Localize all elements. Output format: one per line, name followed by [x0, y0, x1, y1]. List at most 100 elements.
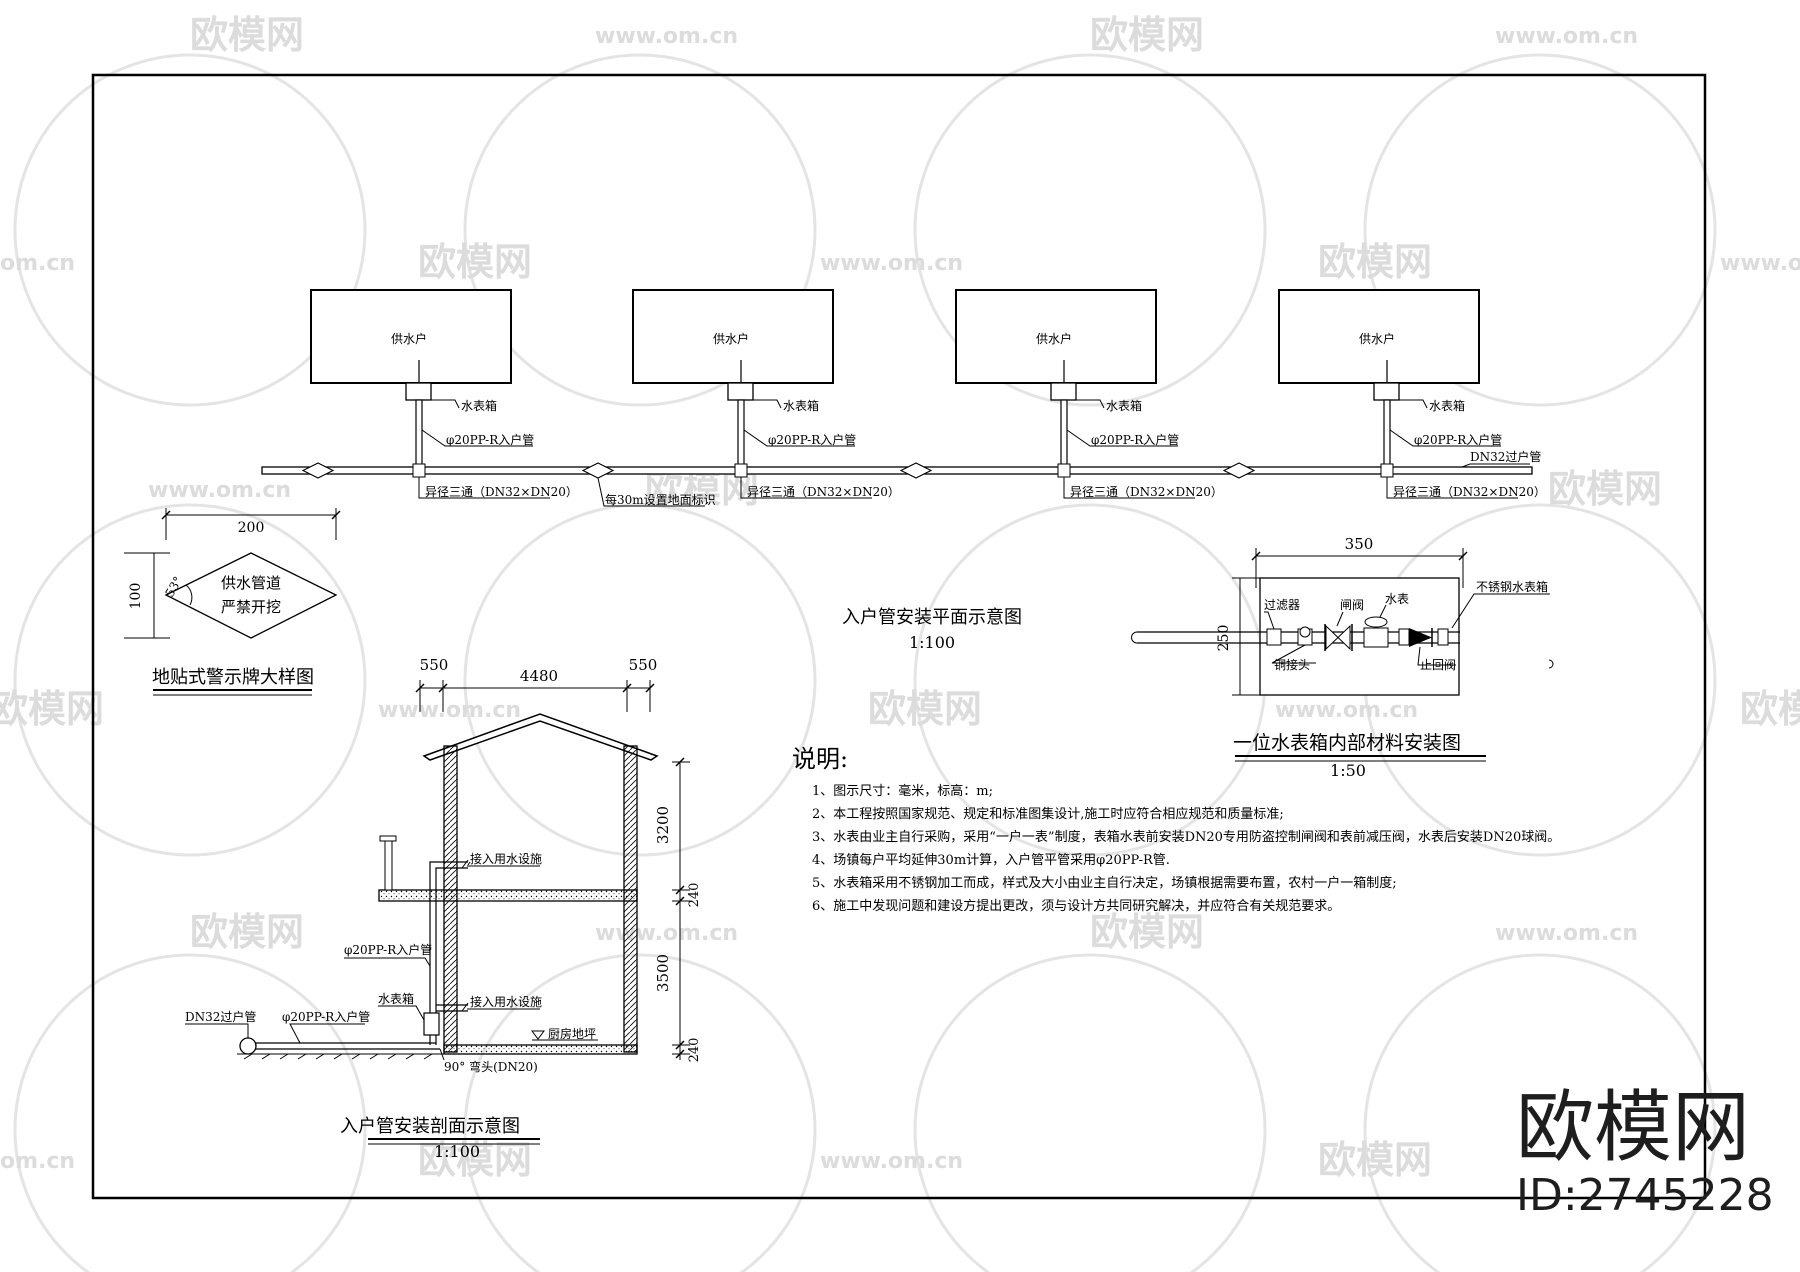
- plan-view: 供水户 水表箱 φ20PP-R入户管 异径三通（DN32×DN20） 供水户 水…: [261, 289, 1546, 652]
- sign-title: 地贴式警示牌大样图: [152, 667, 314, 688]
- dim-ground-slab: 240: [687, 1038, 702, 1063]
- meterbox-title: 一位水表箱内部材料安装图: [1233, 732, 1461, 754]
- section-main-pipe-label: DN32过户管: [185, 1009, 256, 1024]
- tee-fitting: [412, 463, 426, 478]
- section-scale: 1:100: [434, 1142, 480, 1161]
- household-box: [1278, 289, 1480, 384]
- steel-box-label: 不锈钢水表箱: [1476, 579, 1548, 594]
- check-valve-symbol: [1409, 628, 1432, 647]
- inlet-pipe: [737, 399, 745, 468]
- section-view: 550 4480 550 3200 240 3500 240: [185, 656, 702, 1161]
- kitchen-floor-label: 厨房地坪: [548, 1026, 596, 1041]
- watermark-brand: 欧模网: [1090, 910, 1204, 954]
- house-roof: [422, 713, 659, 761]
- inlet-pipe: [415, 399, 423, 468]
- main-pipe-label: DN32过户管: [1470, 449, 1541, 464]
- note-item: 2、本工程按照国家规范、规定和标准图集设计,施工时应符合相应规范和质量标准;: [812, 806, 1284, 822]
- watermark-url-fragment: om.cn: [0, 1149, 75, 1174]
- inlet-pipe-label: φ20PP-R入户管: [446, 432, 534, 447]
- watermark-url: www.om.cn: [378, 698, 521, 723]
- watermark-brand: 欧模网: [1740, 687, 1800, 731]
- reducing-tee-label: 异径三通（DN32×DN20）: [1393, 485, 1546, 499]
- meterbox-dim-height: 250: [1216, 625, 1232, 652]
- note-item: 3、水表由业主自行采购，采用“一户一表”制度，表箱水表前安装DN20专用防盗控制…: [812, 829, 1560, 845]
- watermark-brand: 欧模网: [1548, 467, 1662, 511]
- sign-line1: 供水管道: [221, 574, 281, 592]
- watermark-brand: 欧模网: [418, 240, 532, 284]
- inlet-pipe: [1383, 399, 1391, 468]
- meter-box-label: 水表箱: [1429, 398, 1465, 413]
- drawing-frame: [91, 73, 1707, 1200]
- meter-box-symbol: [405, 382, 432, 401]
- ground-line: [237, 1053, 444, 1060]
- dim-floor-slab: 240: [687, 883, 702, 908]
- inlet-pipe-label: φ20PP-R入户管: [768, 432, 856, 447]
- ground-floor-slab: [443, 1044, 638, 1055]
- riser-pipe-lower: [436, 1004, 468, 1012]
- section-dim-mid: 4480: [520, 667, 558, 685]
- section-dim-right: 550: [629, 656, 658, 674]
- watermark-brand: 欧模网: [0, 687, 104, 731]
- watermark-url: www.om.cn: [595, 921, 738, 946]
- watermark-brand: 欧模网: [418, 1138, 532, 1182]
- household-label: 供水户: [1359, 331, 1395, 346]
- household-label: 供水户: [391, 331, 427, 346]
- meter-label: 水表: [1385, 592, 1409, 606]
- tee-fitting: [1057, 463, 1071, 478]
- watermark-brand-large: 欧模网: [1516, 1083, 1750, 1173]
- inlet-pipe-label: φ20PP-R入户管: [1414, 432, 1502, 447]
- main-pipe-section: [239, 1037, 257, 1055]
- watermark-url: www.om.cn: [820, 251, 963, 276]
- gate-valve-label: 闸阀: [1340, 598, 1364, 612]
- connect-lower-label: 接入用水设施: [470, 994, 542, 1009]
- watermark-url: www.om.cn: [1720, 251, 1800, 276]
- gate-valve-symbol: [1325, 624, 1351, 651]
- household-unit: 供水户 水表箱 φ20PP-R入户管 异径三通（DN32×DN20）: [310, 289, 578, 499]
- watermark-url: www.om.cn: [1495, 24, 1638, 49]
- warning-sign-diamond: [164, 552, 338, 639]
- sign-dim-width: 200: [238, 520, 265, 536]
- floor-level-symbol: [531, 1030, 545, 1040]
- plan-title: 入户管安装平面示意图: [842, 607, 1022, 628]
- section-inlet-pipe-label: φ20PP-R入户管: [344, 942, 432, 957]
- watermark-url: www.om.cn: [1495, 921, 1638, 946]
- warning-sign-detail: 200 100 53° 供水管道 严禁开挖 地贴式警示牌大样图: [124, 508, 341, 696]
- meterbox-scale: 1:50: [1330, 761, 1366, 780]
- household-unit: 供水户 水表箱 φ20PP-R入户管 异径三通（DN32×DN20）: [632, 289, 900, 499]
- household-unit: 供水户 水表箱 φ20PP-R入户管 异径三通（DN32×DN20）: [955, 289, 1223, 499]
- watermark-url: www.om.cn: [820, 1149, 963, 1174]
- watermark-brand: 欧模网: [1318, 240, 1432, 284]
- section-meter-box: [423, 1012, 440, 1036]
- elbow-label: 90° 弯头(DN20): [444, 1059, 538, 1074]
- meter-box-symbol: [1050, 382, 1077, 401]
- check-valve-label: 止回阀: [1420, 658, 1456, 672]
- meter-box-label: 水表箱: [461, 398, 497, 413]
- tee-fitting: [734, 463, 748, 478]
- meter-box-label: 水表箱: [783, 398, 819, 413]
- note-item: 1、图示尺寸：毫米，标高：m;: [812, 783, 993, 799]
- section-dim-left: 550: [420, 656, 449, 674]
- household-label: 供水户: [1036, 331, 1072, 346]
- tee-fitting: [1380, 463, 1394, 478]
- meter-box-symbol: [1373, 382, 1400, 401]
- watermark-url-fragment: om.cn: [0, 251, 75, 276]
- reducing-tee-label: 异径三通（DN32×DN20）: [425, 485, 578, 499]
- connect-upper-label: 接入用水设施: [470, 851, 542, 866]
- filter-symbol: [1266, 628, 1282, 646]
- marker-note: 每30m设置地面标识: [605, 492, 716, 507]
- ground-marker-symbol: [301, 462, 335, 479]
- sign-dim-height: 100: [128, 583, 144, 610]
- sign-line2: 严禁开挖: [221, 598, 281, 616]
- meter-box-label: 水表箱: [1106, 398, 1142, 413]
- household-label: 供水户: [713, 331, 749, 346]
- watermark-url: www.om.cn: [1275, 698, 1418, 723]
- watermark-brand: 欧模网: [190, 910, 304, 954]
- meter-box-symbol: [727, 382, 754, 401]
- ground-marker-symbol: [1222, 462, 1256, 479]
- ground-marker-symbol: [581, 462, 615, 479]
- general-notes: 说明: 1、图示尺寸：毫米，标高：m; 2、本工程按照国家规范、规定和标准图集设…: [792, 745, 1560, 914]
- dim-upper-storey: 3200: [654, 806, 672, 844]
- inlet-pipe-label: φ20PP-R入户管: [1091, 432, 1179, 447]
- copper-joint-label: 铜接头: [1274, 657, 1310, 672]
- watermark-url: www.om.cn: [148, 478, 291, 503]
